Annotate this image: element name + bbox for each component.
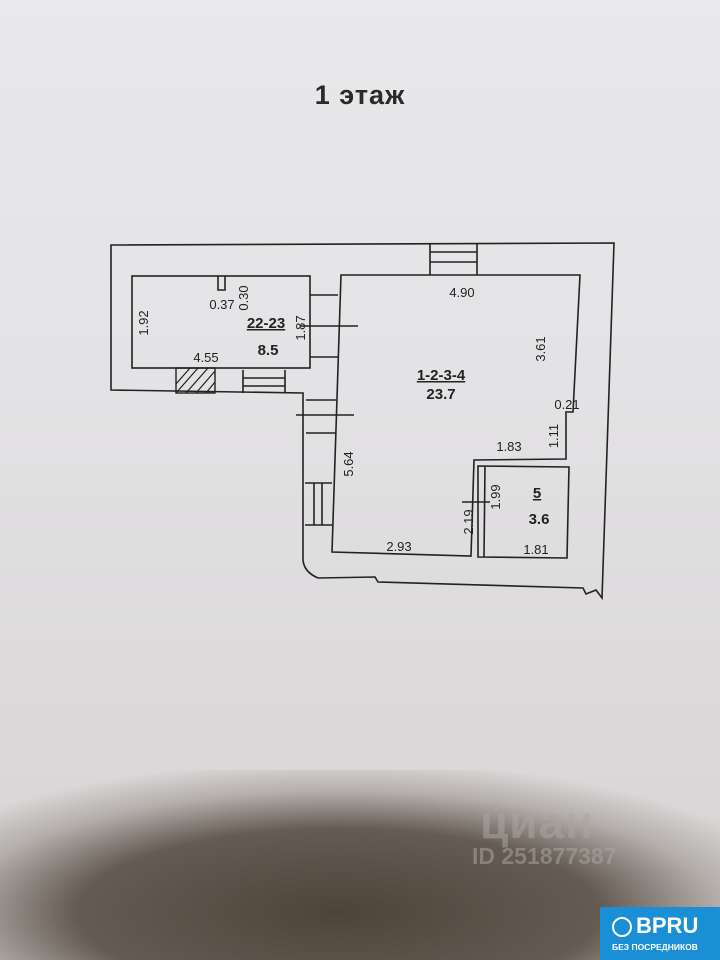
- outer-wall: [110, 242, 615, 601]
- watermark-brand: циан: [480, 796, 594, 848]
- dim-0-21: 0.21: [554, 397, 579, 412]
- dim-1-87: 1.87: [293, 315, 308, 340]
- room-5-id: 5: [533, 485, 541, 502]
- dim-1-83: 1.83: [496, 439, 521, 454]
- dim-1-92: 1.92: [136, 310, 151, 335]
- dim-2-93: 2.93: [386, 539, 411, 554]
- room-5-area: 3.6: [529, 511, 550, 528]
- room-22-23-area: 8.5: [258, 342, 279, 359]
- dim-2-19: 2.19: [461, 509, 476, 534]
- dim-1-99: 1.99: [488, 484, 503, 509]
- room-22-23-id: 22-23: [247, 315, 285, 332]
- dim-1-11: 1.11: [546, 424, 561, 448]
- dim-3-61: 3.61: [533, 336, 548, 361]
- watermark-id: ID 251877387: [472, 843, 617, 869]
- dim-0-30: 0.30: [236, 285, 251, 310]
- room-5-wall: [477, 465, 570, 559]
- room-22-23-wall: [131, 275, 311, 369]
- partition: [483, 465, 486, 558]
- badge-subtitle: БЕЗ ПОСРЕДНИКОВ: [612, 942, 698, 952]
- dim-4-90: 4.90: [449, 285, 474, 300]
- cian-watermark: циан ID 251877387: [440, 795, 680, 870]
- stairs-side: [305, 482, 332, 526]
- room-1-2-3-4-id: 1-2-3-4: [417, 367, 466, 384]
- hatched-area: [175, 367, 216, 394]
- people-logo-icon: [612, 917, 632, 937]
- dim-0-37: 0.37: [209, 297, 234, 312]
- dim-1-81: 1.81: [523, 542, 548, 557]
- dim-5-64: 5.64: [341, 451, 356, 476]
- passage-mid: [306, 399, 336, 434]
- floor-title: 1 этаж: [314, 80, 406, 110]
- dim-4-55: 4.55: [193, 350, 218, 365]
- walls: [110, 242, 615, 601]
- room-1-2-3-4-wall: [331, 274, 581, 557]
- stairs-lower: [242, 370, 286, 393]
- room-1-2-3-4-area: 23.7: [426, 386, 455, 403]
- passage-left-room: [310, 294, 338, 358]
- stairs-top: [429, 243, 478, 275]
- badge-name: BPRU: [636, 913, 699, 938]
- bpru-badge[interactable]: BPRU БЕЗ ПОСРЕДНИКОВ: [600, 907, 720, 960]
- notch: [217, 276, 226, 291]
